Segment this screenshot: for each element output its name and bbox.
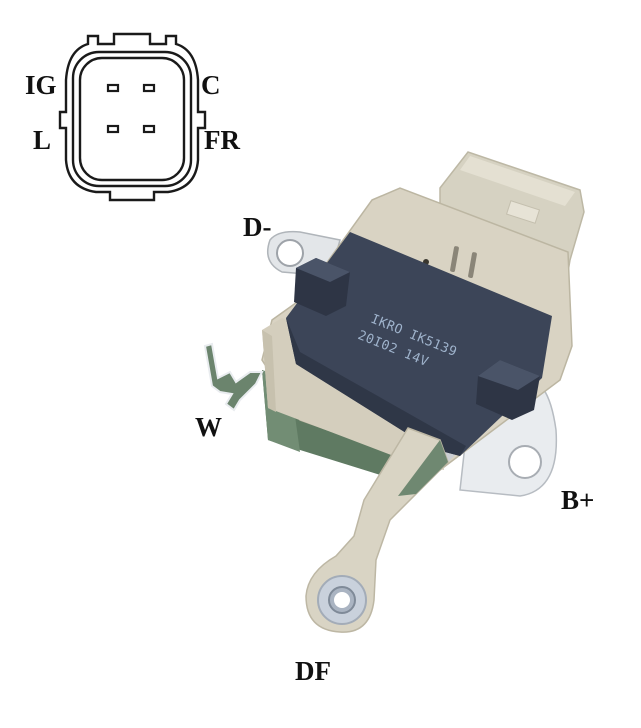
terminal-label-w: W <box>195 412 222 442</box>
terminal-label-d-minus: D- <box>243 212 272 242</box>
connector-outline <box>58 32 207 202</box>
pin-label-l: L <box>33 125 52 155</box>
w-terminal <box>203 342 264 412</box>
connector-pins <box>106 83 156 134</box>
pin-l-icon <box>106 124 120 134</box>
pin-label-fr: FR <box>204 125 240 155</box>
pin-ig-icon <box>106 83 120 93</box>
terminal-label-df: DF <box>295 656 331 686</box>
pin-fr-icon <box>142 124 156 134</box>
pin-label-ig: IG <box>25 70 57 100</box>
terminal-label-b-plus: B+ <box>561 485 595 515</box>
regulator-illustration: IKRO IK5139 20I02 14V <box>203 151 585 633</box>
pin-label-c: C <box>201 70 221 100</box>
pin-c-icon <box>142 83 156 93</box>
